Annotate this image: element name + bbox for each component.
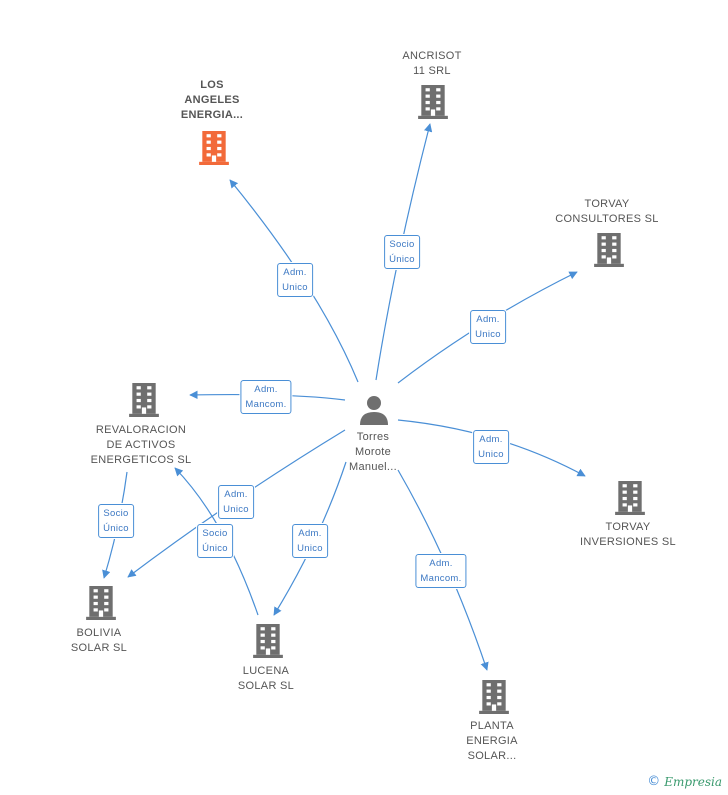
building-icon-ancrisot[interactable] — [418, 85, 448, 119]
building-icon-torvay-consultores[interactable] — [594, 233, 624, 267]
building-icon-revaloracion[interactable] — [129, 383, 159, 417]
node-label-bolivia[interactable]: BOLIVIA SOLAR SL — [70, 627, 128, 654]
brand-name[interactable]: Empresia — [664, 774, 722, 789]
building-icon-bolivia[interactable] — [86, 586, 116, 620]
edge-label-lucena: Adm. Unico — [292, 524, 328, 558]
edge-label-torvay-inversiones: Adm. Unico — [473, 430, 509, 464]
edge-label-lucena-rev: Socio Único — [197, 524, 233, 558]
edge-label-bolivia: Adm. Unico — [218, 485, 254, 519]
node-label-los-angeles[interactable]: LOS ANGELES ENERGIA... — [180, 79, 244, 121]
edge-label-rev-bolivia: Socio Único — [98, 504, 134, 538]
brand-footer: © Empresia — [647, 774, 722, 789]
node-label-torvay-inversiones[interactable]: TORVAY INVERSIONES SL — [580, 521, 676, 548]
edge-label-ancrisot: Socio Único — [384, 235, 420, 269]
node-label-lucena[interactable]: LUCENA SOLAR SL — [237, 665, 295, 692]
building-icon-torvay-inversiones[interactable] — [615, 481, 645, 515]
copyright-icon: © — [647, 774, 661, 789]
building-icon-lucena[interactable] — [253, 624, 283, 658]
node-label-revaloracion[interactable]: REVALORACION DE ACTIVOS ENERGETICOS SL — [90, 424, 192, 466]
edge-label-revaloracion: Adm. Mancom. — [240, 380, 292, 414]
building-icon-planta[interactable] — [479, 680, 509, 714]
person-icon[interactable] — [360, 396, 388, 425]
building-icon-los-angeles[interactable] — [199, 131, 229, 165]
edge-label-torvay-consultores: Adm. Unico — [470, 310, 506, 344]
edge-label-los-angeles: Adm. Unico — [277, 263, 313, 297]
node-label-planta[interactable]: PLANTA ENERGIA SOLAR... — [466, 720, 518, 762]
center-label[interactable]: Torres Morote Manuel... — [349, 431, 397, 473]
edge-label-planta: Adm. Mancom. — [415, 554, 467, 588]
node-label-torvay-consultores[interactable]: TORVAY CONSULTORES SL — [555, 198, 659, 225]
node-label-ancrisot[interactable]: ANCRISOT 11 SRL — [402, 50, 462, 77]
